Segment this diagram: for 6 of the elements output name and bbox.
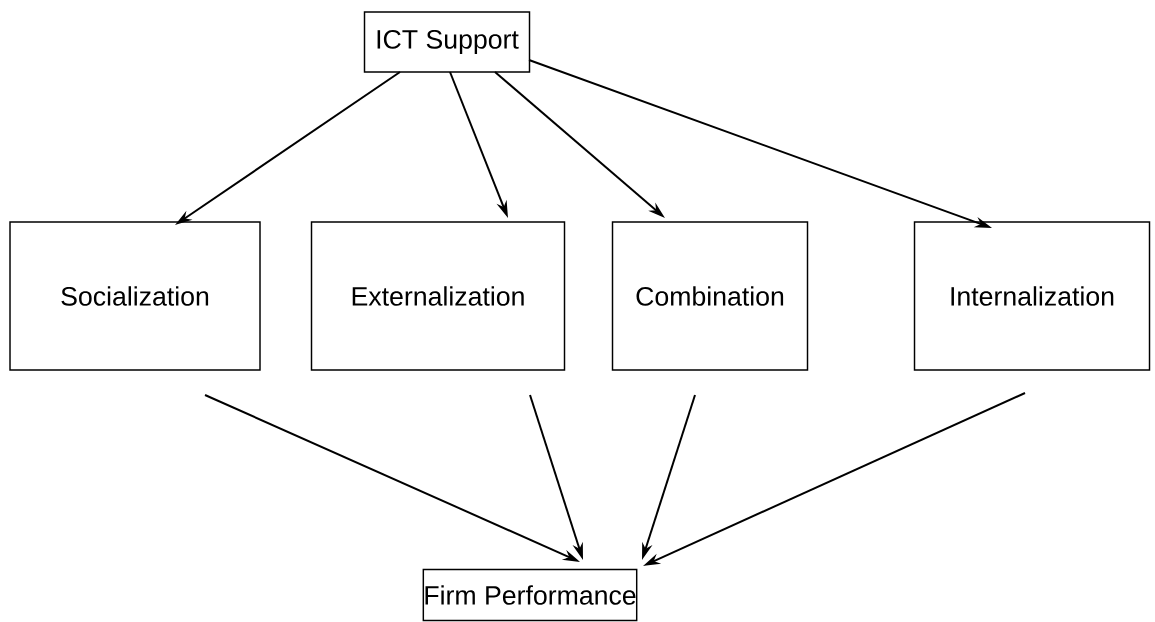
process-box: Internalization (913, 221, 1151, 371)
process-box: Combination (611, 221, 809, 371)
process-box: ICT Support (363, 11, 531, 73)
process-box: Firm Performance (422, 568, 638, 622)
process-box: Externalization (310, 221, 566, 371)
process-box: Socialization (9, 221, 261, 371)
